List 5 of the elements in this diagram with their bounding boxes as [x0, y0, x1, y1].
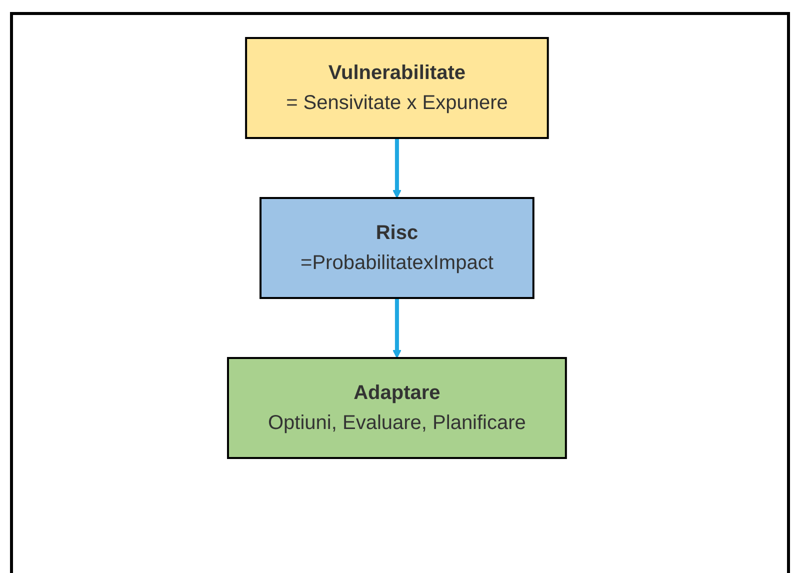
arrow — [392, 138, 402, 198]
arrow — [392, 298, 402, 358]
node-box: Vulnerabilitate = Sensivitate x Expunere — [245, 37, 549, 139]
node-box: Adaptare Optiuni, Evaluare, Planificare — [227, 357, 567, 459]
node-box: Risc =ProbabilitatexImpact — [260, 197, 534, 299]
